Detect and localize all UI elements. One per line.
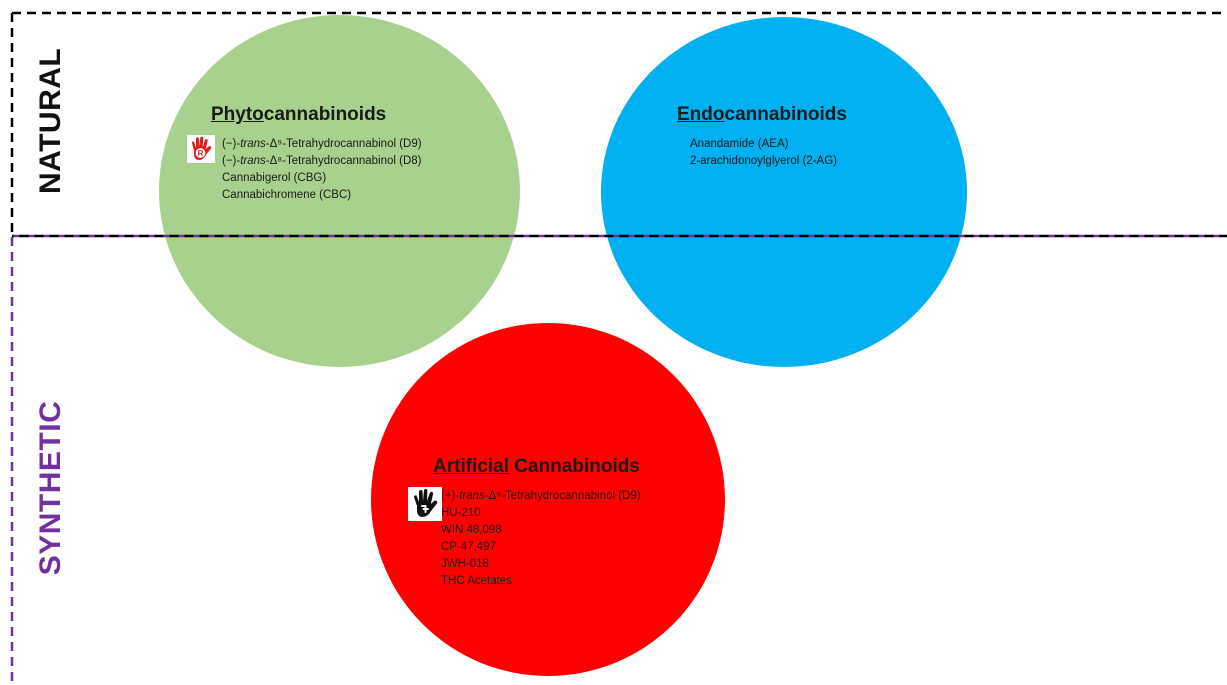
item-text-rest: -Δ⁸-Tetrahydrocannabinol (D8) bbox=[265, 155, 422, 167]
artificial-cannabinoids-group: Artificial Cannabinoids (+)-trans-Δ⁹-Tet… bbox=[433, 456, 641, 590]
list-item: JWH-018 bbox=[441, 556, 641, 573]
item-text: CP-47,497 bbox=[441, 541, 496, 553]
artificial-list: (+)-trans-Δ⁹-Tetrahydrocannabinol (D9)HU… bbox=[441, 488, 641, 590]
item-text: WIN 48,098 bbox=[441, 524, 502, 536]
item-text: Cannabichromene (CBC) bbox=[222, 189, 352, 201]
red-hand-r-icon: R bbox=[187, 135, 215, 163]
artificial-cannabinoids-title: Artificial Cannabinoids bbox=[433, 456, 641, 478]
list-item: Cannabigerol (CBG) bbox=[222, 170, 422, 187]
phyto-list: (−)-trans-Δ⁹-Tetrahydrocannabinol (D9)(−… bbox=[222, 136, 422, 204]
item-text: (+)- bbox=[441, 490, 460, 502]
artificial-title-rest: Cannabinoids bbox=[509, 456, 640, 477]
item-italic-text: trans bbox=[240, 138, 266, 150]
phytocannabinoids-circle bbox=[159, 15, 520, 367]
item-text: Cannabigerol (CBG) bbox=[222, 172, 327, 184]
item-italic-text: trans bbox=[459, 490, 485, 502]
natural-label: NATURAL bbox=[34, 47, 67, 194]
endocannabinoids-circle bbox=[601, 17, 967, 367]
list-item: THC Acetates bbox=[441, 573, 641, 590]
endo-title-rest: cannabinoids bbox=[724, 104, 847, 125]
item-text: THC Acetates bbox=[441, 575, 512, 587]
item-text-rest: -Δ⁹-Tetrahydrocannabinol (D9) bbox=[265, 138, 422, 150]
synthetic-label: SYNTHETIC bbox=[34, 400, 67, 576]
item-text: 2-arachidonoylglyerol (2-AG) bbox=[690, 155, 838, 167]
list-item: 2-arachidonoylglyerol (2-AG) bbox=[690, 153, 847, 170]
list-item: (+)-trans-Δ⁹-Tetrahydrocannabinol (D9) bbox=[441, 488, 641, 505]
artificial-title-underlined: Artificial bbox=[433, 456, 510, 477]
black-hand-icon bbox=[408, 487, 442, 521]
phyto-title-rest: cannabinoids bbox=[263, 104, 387, 125]
list-item: (−)-trans-Δ⁸-Tetrahydrocannabinol (D8) bbox=[222, 153, 422, 170]
item-text-rest: -Δ⁹-Tetrahydrocannabinol (D9) bbox=[484, 490, 641, 502]
item-text: HU-210 bbox=[441, 507, 481, 519]
phyto-title-underlined: Phyto bbox=[211, 104, 264, 125]
phytocannabinoids-group: Phytocannabinoids (−)-trans-Δ⁹-Tetrahydr… bbox=[211, 104, 422, 204]
endocannabinoids-title: Endocannabinoids bbox=[677, 104, 847, 126]
list-item: HU-210 bbox=[441, 505, 641, 522]
phytocannabinoids-title: Phytocannabinoids bbox=[211, 104, 422, 126]
list-item: WIN 48,098 bbox=[441, 522, 641, 539]
list-item: CP-47,497 bbox=[441, 539, 641, 556]
item-text: JWH-018 bbox=[441, 558, 489, 570]
endo-list: Anandamide (AEA) 2-arachidonoylglyerol (2… bbox=[690, 136, 847, 170]
item-text: (−)- bbox=[222, 155, 241, 167]
item-text: (−)- bbox=[222, 138, 241, 150]
svg-text:R: R bbox=[198, 149, 204, 158]
list-item: (−)-trans-Δ⁹-Tetrahydrocannabinol (D9) bbox=[222, 136, 422, 153]
item-text: Anandamide (AEA) bbox=[690, 138, 789, 150]
endo-title-underlined: Endo bbox=[677, 104, 725, 125]
list-item: Anandamide (AEA) bbox=[690, 136, 847, 153]
list-item: Cannabichromene (CBC) bbox=[222, 187, 422, 204]
item-italic-text: trans bbox=[240, 155, 266, 167]
endocannabinoids-group: Endocannabinoids Anandamide (AEA) 2-arach… bbox=[677, 104, 847, 170]
